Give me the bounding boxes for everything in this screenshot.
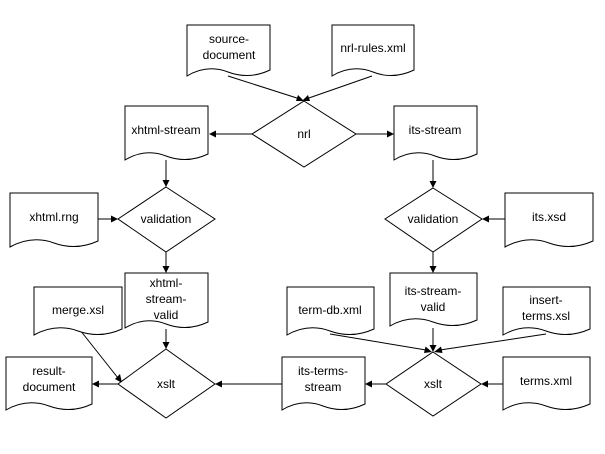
edge-term-db-to-xslt <box>329 333 427 351</box>
label-line: document <box>23 380 76 394</box>
label-line: its-stream <box>409 123 462 137</box>
document-shape <box>389 272 478 327</box>
diamond-shape <box>385 351 482 417</box>
process-nrl: nrl <box>251 100 357 168</box>
doc-insert-terms-xsl: insert- terms.xsl <box>502 286 591 336</box>
label-line: xhtml.rng <box>29 210 78 224</box>
arrowhead <box>429 266 437 273</box>
label-line: xhtml- <box>150 276 183 290</box>
arrowhead <box>429 181 437 188</box>
diamond-shape <box>117 348 216 419</box>
label-line: nrl-rules.xml <box>340 41 405 55</box>
document-shape <box>33 286 123 336</box>
document-shape <box>9 192 99 248</box>
edges <box>79 75 547 388</box>
doc-its-stream: its-stream <box>393 105 478 161</box>
doc-xhtml-stream-valid: xhtml- stream- valid <box>124 272 209 329</box>
label-line: its.xsd <box>532 210 566 224</box>
label-line: validation <box>408 212 459 226</box>
process-xslt-left: xslt <box>117 348 216 419</box>
label-line: merge.xsl <box>52 303 104 317</box>
edge-source-document-to-nrl <box>227 75 301 100</box>
edge-insert-terms-to-xslt <box>439 333 547 351</box>
document-shape <box>5 356 93 411</box>
arrowhead <box>482 215 489 223</box>
label-line: source- <box>209 32 249 46</box>
doc-nrl-rules-xml: nrl-rules.xml <box>331 24 415 77</box>
document-shape <box>124 105 209 161</box>
arrowhead <box>162 266 170 273</box>
label-line: valid <box>421 300 446 314</box>
doc-xhtml-rng: xhtml.rng <box>9 192 99 248</box>
process-validation-right: validation <box>384 187 483 253</box>
document-shape <box>186 24 271 77</box>
label-line: xhtml-stream <box>131 123 200 137</box>
edge-nrl-rules-to-nrl <box>305 75 373 100</box>
label-line: terms.xsl <box>522 309 570 323</box>
document-shape <box>393 105 478 161</box>
label-line: document <box>203 48 256 62</box>
process-xslt-right: xslt <box>385 351 482 417</box>
arrowhead <box>296 95 304 101</box>
doc-terms-xml: terms.xml <box>502 356 591 411</box>
document-shape <box>124 272 209 329</box>
document-shape <box>281 356 366 411</box>
arrowhead <box>387 130 394 138</box>
arrowhead <box>162 180 170 187</box>
doc-its-stream-valid: its-stream- valid <box>389 272 478 327</box>
doc-merge-xsl: merge.xsl <box>33 286 123 336</box>
doc-source-document: source- document <box>186 24 271 77</box>
edge-merge-xsl-to-xslt <box>79 329 119 379</box>
arrowhead <box>429 345 437 352</box>
document-shape <box>502 356 591 411</box>
arrowhead <box>302 95 310 101</box>
doc-its-xsd: its.xsd <box>504 192 594 248</box>
arrowhead <box>162 342 170 349</box>
label-line: terms.xml <box>520 374 572 388</box>
label-line: xslt <box>157 377 176 391</box>
diamond-shape <box>117 186 216 253</box>
process-validation-left: validation <box>117 186 216 253</box>
label-line: validation <box>141 212 192 226</box>
document-shape <box>504 192 594 248</box>
arrowhead <box>92 380 99 388</box>
label-line: its-terms- <box>298 364 348 378</box>
label-line: xslt <box>424 377 443 391</box>
arrowhead <box>111 215 118 223</box>
arrowhead <box>215 380 222 388</box>
doc-its-terms-stream: its-terms- stream <box>281 356 366 411</box>
document-shape <box>331 24 415 77</box>
diamond-shape <box>251 100 357 168</box>
document-shape <box>502 286 591 336</box>
document-shape <box>286 286 375 336</box>
label-line: nrl <box>297 127 310 141</box>
arrowhead <box>434 346 443 353</box>
doc-result-document: result- document <box>5 356 93 411</box>
arrowhead <box>481 380 488 388</box>
diamond-shape <box>384 187 483 253</box>
arrowhead <box>115 374 122 383</box>
arrowhead <box>209 130 216 138</box>
arrowhead <box>424 346 432 353</box>
label-line: insert- <box>529 293 562 307</box>
label-line: stream- <box>146 292 187 306</box>
doc-term-db-xml: term-db.xml <box>286 286 375 336</box>
label-line: valid <box>154 308 179 322</box>
label-line: result- <box>32 364 65 378</box>
label-line: stream <box>305 380 342 394</box>
label-line: term-db.xml <box>298 303 361 317</box>
arrowhead <box>365 380 372 388</box>
label-line: its-stream- <box>405 284 462 298</box>
doc-xhtml-stream: xhtml-stream <box>124 105 209 161</box>
